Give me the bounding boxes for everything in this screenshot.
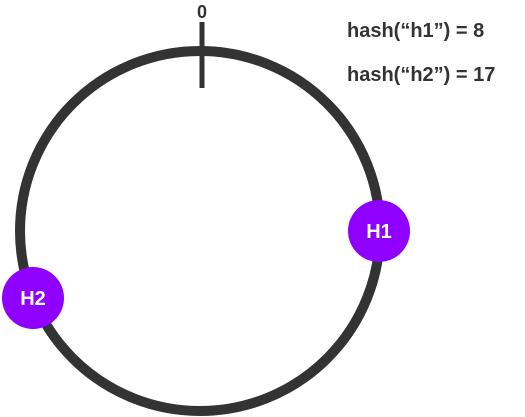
node-h2: H2	[2, 267, 64, 329]
node-h2-label: H2	[20, 288, 46, 310]
zero-label: 0	[197, 2, 207, 22]
hash-ring	[15, 46, 385, 416]
hash-label-h1: hash(“h1”) = 8	[347, 20, 485, 42]
node-h1: H1	[348, 200, 410, 262]
node-h1-label: H1	[366, 221, 392, 243]
node-h1-marker	[348, 200, 410, 262]
node-h2-marker	[2, 267, 64, 329]
hash-label-h2: hash(“h2”) = 17	[347, 64, 496, 86]
